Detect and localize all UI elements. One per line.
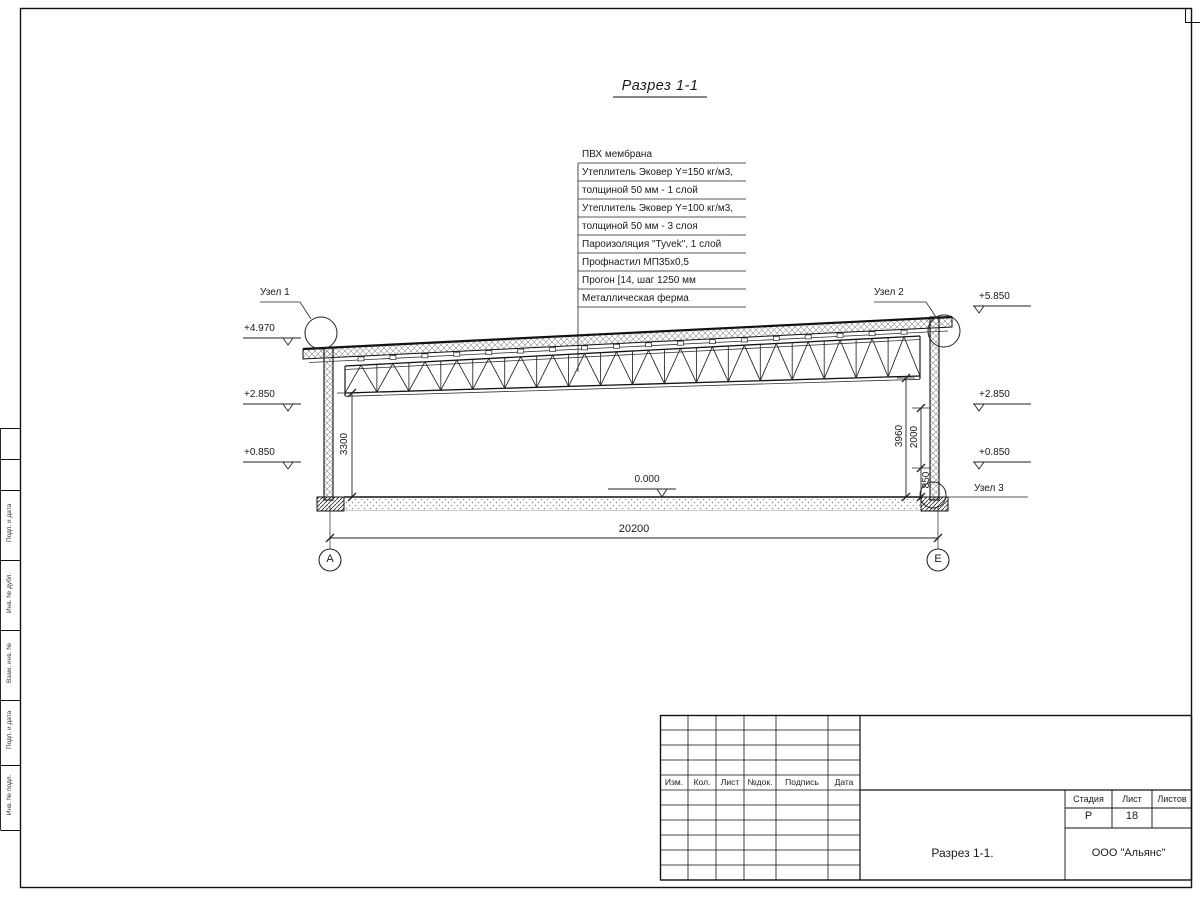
sheet-frame: [0, 7, 1200, 889]
margin-label-5: Инв. № подл.: [6, 774, 14, 816]
elevation-floor: 0.000: [634, 474, 660, 485]
titleblock-col-list: Лист: [720, 777, 740, 787]
elevation-left-top: +4.970: [244, 323, 275, 334]
node3-label: Узел 3: [974, 483, 1004, 494]
height-dimensions: [337, 373, 930, 502]
axis-label-e: Е: [934, 553, 942, 565]
node3-circle: [919, 481, 947, 509]
titleblock-col-izm: Изм.: [664, 777, 684, 787]
elevation-left-mid: +2.850: [244, 389, 275, 400]
corner-stamp-box: [1185, 8, 1200, 23]
elevation-right-top: +5.850: [979, 291, 1010, 302]
walls: [316, 316, 949, 512]
margin-label-3: Взам. инв. №: [6, 642, 14, 684]
titleblock-col-data: Дата: [834, 777, 854, 787]
node2-circle: [927, 314, 961, 348]
titleblock-stage-label: Стадия: [1073, 794, 1104, 804]
margin-stamp-grid: [0, 428, 20, 831]
titleblock-col-podpis: Подпись: [785, 777, 819, 787]
titleblock-stage-value: Р: [1084, 810, 1093, 822]
elevation-right-low: +0.850: [979, 447, 1010, 458]
titleblock-sheet-label: Лист: [1122, 794, 1142, 804]
node2-label: Узел 2: [874, 287, 904, 298]
dim-left-height: 3300: [339, 432, 350, 456]
purlin-marks: [357, 329, 908, 362]
roof-note-1: ПВХ мембрана: [582, 149, 652, 160]
truss-web: [344, 335, 921, 394]
titleblock-col-ndok: №док.: [747, 777, 773, 787]
titleblock-sheet-value: 18: [1125, 810, 1139, 822]
margin-label-4: Подп. и дата: [6, 710, 14, 750]
elevation-left-low: +0.850: [244, 447, 275, 458]
margin-label-2: Инв. № дубл.: [6, 572, 14, 614]
pvc-membrane-line: [302, 315, 953, 351]
node1-label: Узел 1: [260, 287, 290, 298]
titleblock-doc-name: Разрез 1-1.: [931, 846, 994, 860]
roof-note-8: Прогон [14, шаг 1250 мм: [582, 275, 696, 286]
span-dimension: [318, 506, 950, 572]
elevation-right-mid: +2.850: [979, 389, 1010, 400]
left-wall: [323, 347, 334, 501]
axis-bubble-left: [318, 548, 342, 572]
node-callouts: [260, 301, 1028, 509]
titleblock-company: ООО "Альянс": [1091, 847, 1166, 859]
roof-note-7: Профнастил МП35х0,5: [582, 257, 689, 268]
dim-right-low: 850: [921, 471, 932, 489]
steel-truss: [344, 329, 921, 397]
floor-slab: [344, 496, 921, 511]
titleblock-sheets-label: Листов: [1157, 794, 1187, 804]
roof-note-2: Утеплитель Эковер Y=150 кг/м3,: [582, 167, 734, 178]
left-footing: [316, 496, 345, 512]
title-block-grid: [659, 714, 1193, 881]
roof-note-5: толщиной 50 мм - 3 слоя: [582, 221, 698, 232]
roof-note-4: Утеплитель Эковер Y=100 кг/м3,: [582, 203, 734, 214]
drawing-title: Разрез 1-1: [621, 78, 699, 94]
dim-right-height: 3960: [894, 424, 905, 448]
roof-note-3: толщиной 50 мм - 1 слой: [582, 185, 698, 196]
elevation-markers: [243, 305, 1031, 498]
titleblock-col-kol: Кол.: [693, 777, 711, 787]
roof-note-6: Пароизоляция "Tyvek", 1 слой: [582, 239, 722, 250]
axis-label-a: А: [326, 553, 334, 565]
dim-span: 20200: [618, 523, 650, 535]
margin-label-1: Подп. и дата: [6, 503, 14, 543]
roof-note-9: Металлическая ферма: [582, 293, 689, 304]
dim-right-mid: 2000: [909, 425, 920, 449]
axis-bubble-right: [926, 548, 950, 572]
node1-circle: [304, 316, 338, 350]
